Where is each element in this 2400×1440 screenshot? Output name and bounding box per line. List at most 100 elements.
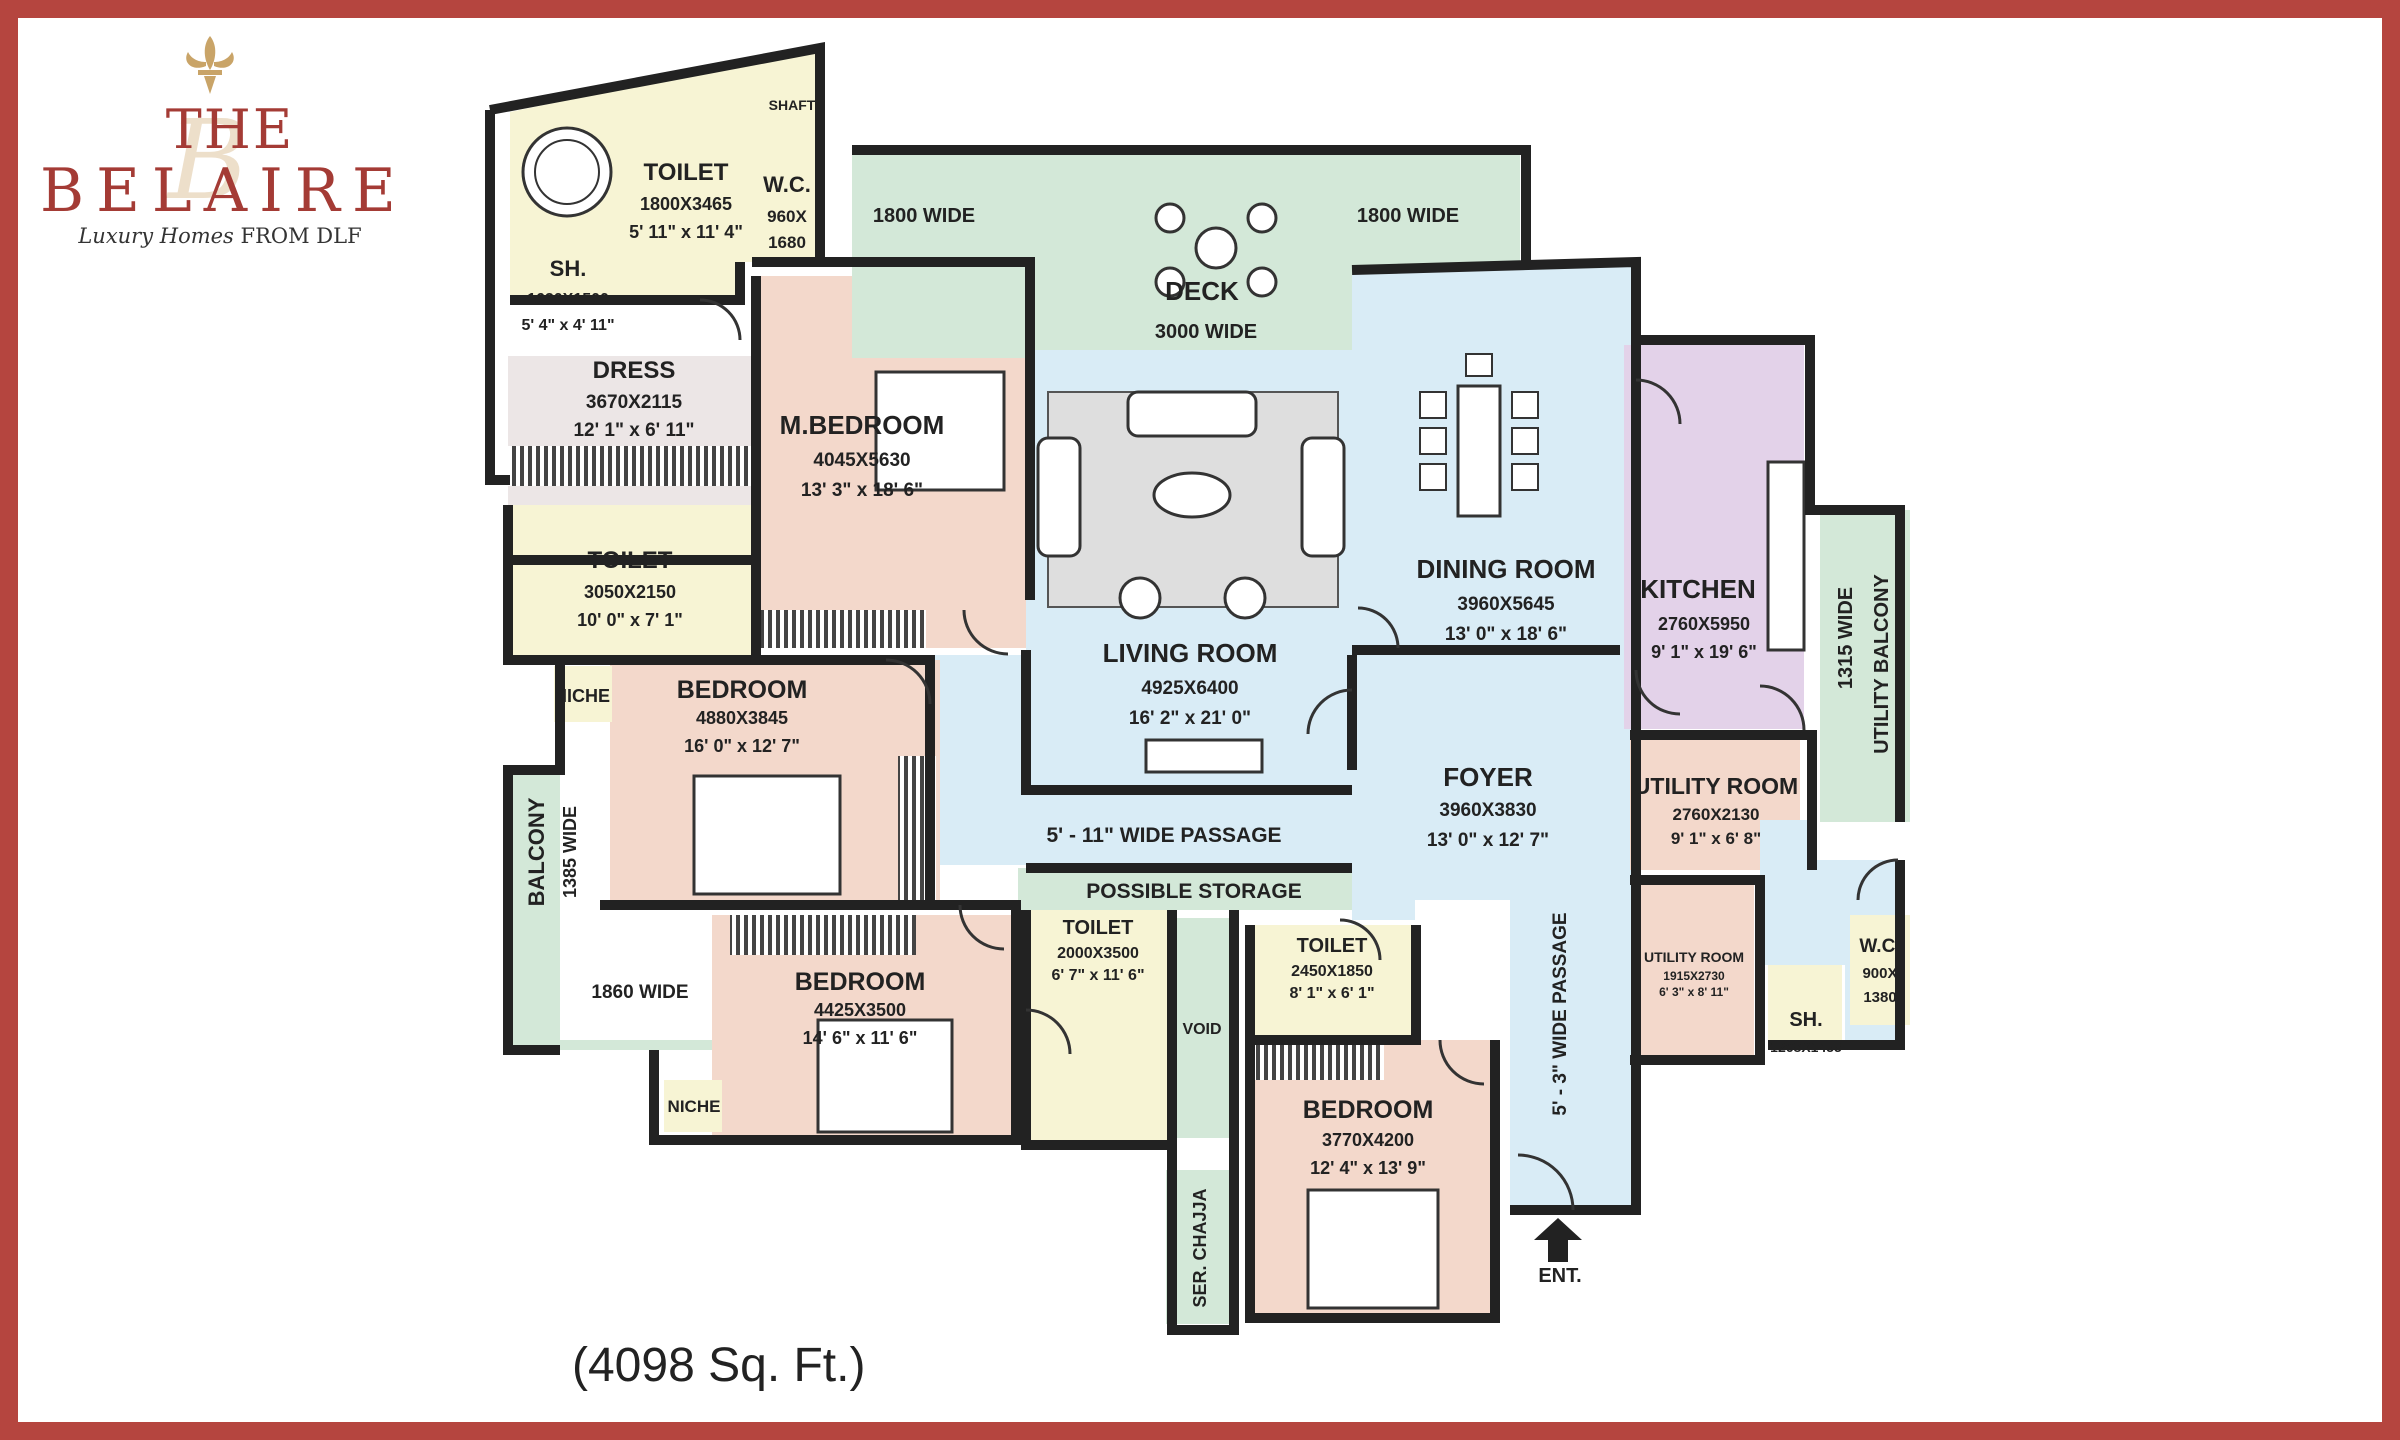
niche-top-label: NICHE: [554, 686, 610, 706]
living-room-size: 4925X6400: [1141, 678, 1238, 699]
wc-top-label: W.C.: [763, 172, 811, 197]
wc-right-label: W.C.: [1859, 936, 1900, 957]
wc-top-size1: 960X: [767, 207, 807, 226]
wc-right-size2: 1380: [1863, 989, 1896, 1006]
dining-table: [1456, 384, 1502, 518]
balcony-width2: 1860 WIDE: [591, 982, 688, 1003]
toilet-top-imperial: 5' 11" x 11' 4": [629, 222, 743, 242]
bedroom-bottom-bed: [816, 1018, 954, 1134]
labels: TOILET 1800X3465 5' 11" x 11' 4" W.C. 96…: [521, 97, 1900, 1308]
deck-table: [1194, 226, 1238, 270]
bedroom-left-size: 4880X3845: [696, 708, 788, 728]
wc-top-size2: 1680: [768, 233, 806, 252]
toilet-small-size: 2450X1850: [1291, 963, 1373, 980]
possible-storage-label: POSSIBLE STORAGE: [1086, 880, 1302, 903]
void-label: VOID: [1182, 1021, 1221, 1038]
toilet-small-fill: [1250, 925, 1416, 1035]
bedroom-right-bed: [1306, 1188, 1440, 1310]
toilet-mid-imperial: 10' 0" x 7' 1": [577, 610, 683, 630]
dining-room-label: DINING ROOM: [1416, 554, 1595, 584]
bedroom-right-imperial: 12' 4" x 13' 9": [1310, 1158, 1426, 1178]
passage-foyer-label: 5' - 3" WIDE PASSAGE: [1550, 912, 1571, 1115]
master-bedroom-size: 4045X5630: [813, 450, 910, 471]
dress-size: 3670X2115: [586, 392, 683, 413]
sofa-top: [1126, 390, 1258, 438]
brand-monogram: B: [168, 96, 249, 224]
sh-top-imperial: 5' 4" x 4' 11": [521, 317, 614, 334]
utility-balcony-width: 1315 WIDE: [1835, 587, 1857, 689]
foyer-label: FOYER: [1443, 762, 1533, 792]
kitchen-imperial: 9' 1" x 19' 6": [1651, 642, 1757, 662]
brand-tagline: Luxury Homes FROM DLF: [40, 224, 400, 248]
toilet-top-size: 1800X3465: [640, 194, 732, 214]
toilet-top-label: TOILET: [644, 159, 729, 186]
wc-right-size1: 900X: [1862, 965, 1897, 982]
foyer-size: 3960X3830: [1439, 800, 1536, 821]
master-bed: [874, 370, 1006, 492]
utility-room-label: UTILITY ROOM: [1634, 773, 1798, 799]
toilet-bottom-imperial: 6' 7" x 11' 6": [1051, 967, 1144, 984]
sofa-right: [1300, 436, 1346, 558]
brand-name: BELAIRE: [40, 156, 408, 226]
bedroom-left-imperial: 16' 0" x 12' 7": [684, 736, 800, 756]
bedroom-bottom-label: BEDROOM: [795, 968, 926, 996]
void-fill: [1172, 918, 1232, 1138]
utility-room-small-size: 1915X2730: [1663, 969, 1725, 983]
coffee-table: [1152, 471, 1232, 519]
utility-room-size: 2760X2130: [1673, 805, 1760, 824]
brand-logo: B THE BELAIRE Luxury Homes FROM DLF: [0, 0, 420, 280]
passage-label: 5' - 11" WIDE PASSAGE: [1046, 824, 1281, 847]
kitchen-size: 2760X5950: [1658, 614, 1750, 634]
deck-label: DECK: [1165, 276, 1239, 306]
shaft-label: SHAFT: [769, 97, 816, 113]
toilet-mid-size: 3050X2150: [584, 582, 676, 602]
ser-chajja-label: SER. CHAJJA: [1190, 1188, 1210, 1307]
niche-bottom-fill: [664, 1080, 722, 1132]
furniture: [521, 126, 1806, 1310]
sh-small-fill: [1768, 965, 1842, 1050]
toilet-bottom-label: TOILET: [1063, 917, 1134, 939]
wardrobes: [508, 446, 1384, 1080]
sh-top-size: 1620X1500: [527, 291, 609, 308]
toilet-top-fill: [510, 48, 820, 300]
bathtub: [521, 126, 613, 218]
deck-right-width: 1800 WIDE: [1357, 205, 1459, 227]
dress-label: DRESS: [593, 357, 676, 384]
deck-left-width: 1800 WIDE: [873, 205, 975, 227]
walls: [485, 41, 1905, 1335]
armchair-right: [1223, 576, 1267, 620]
kitchen-counter: [1766, 460, 1806, 652]
toilet-small-label: TOILET: [1297, 935, 1368, 957]
niche-bottom-label: NICHE: [668, 1097, 721, 1116]
tagline-rest: FROM DLF: [233, 224, 362, 248]
doors: [699, 298, 1899, 1211]
foyer-imperial: 13' 0" x 12' 7": [1427, 830, 1549, 851]
entry-arrow-icon: [1534, 1218, 1582, 1262]
toilet-bottom-size: 2000X3500: [1057, 945, 1139, 962]
bedroom-bottom-size: 4425X3500: [814, 1000, 906, 1020]
toilet-mid-fill: [508, 505, 756, 655]
area-label: (4098 Sq. Ft.): [572, 1339, 866, 1392]
bedroom-right-size: 3770X4200: [1322, 1130, 1414, 1150]
toilet-bottom-fill: [1026, 910, 1174, 1142]
dining-room-imperial: 13' 0" x 18' 6": [1445, 624, 1567, 645]
balcony-width: 1385 WIDE: [560, 806, 580, 898]
passage-fill: [932, 655, 1352, 868]
door-swing: [699, 298, 742, 341]
utility-balcony-label: UTILITY BALCONY: [1871, 574, 1893, 754]
living-room-label: LIVING ROOM: [1103, 638, 1278, 668]
bedroom-bottom-imperial: 14' 6" x 11' 6": [803, 1028, 918, 1048]
fleur-de-lis-icon: [186, 36, 234, 94]
living-room-imperial: 16' 2" x 21' 0": [1129, 708, 1251, 729]
sh-small-size: 1268X1455: [1770, 1039, 1842, 1055]
utility-room-small-label: UTILITY ROOM: [1644, 949, 1744, 965]
utility-room-imperial: 9' 1" x 6' 8": [1671, 829, 1761, 848]
dress-imperial: 12' 1" x 6' 11": [573, 420, 694, 441]
sh-top-label: SH.: [550, 256, 587, 281]
master-bedroom-imperial: 13' 3" x 18' 6": [801, 480, 923, 501]
entry-label: ENT.: [1538, 1265, 1581, 1287]
sh-small-label: SH.: [1789, 1009, 1822, 1031]
armchair-left: [1118, 576, 1162, 620]
brand-the: THE: [165, 98, 295, 161]
